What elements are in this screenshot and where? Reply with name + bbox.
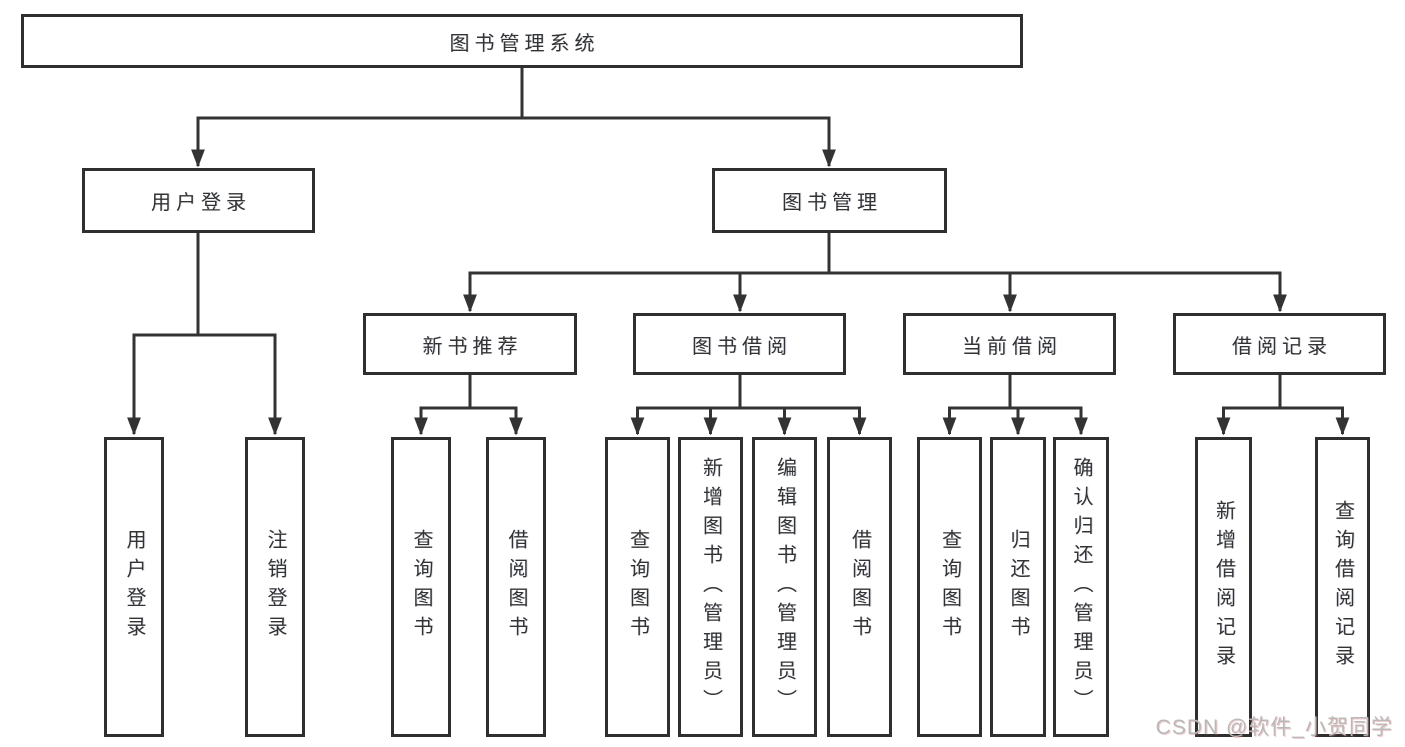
node-label: 借阅图书 <box>848 529 871 645</box>
node-label: 用户登录 <box>123 529 145 645</box>
node-library-management-system: 图书管理系统 <box>21 14 1023 68</box>
node-label: 查询图书 <box>626 529 649 645</box>
arrows <box>127 118 1350 436</box>
node-label: 确认归还（管理员） <box>1070 456 1092 718</box>
leaf-add-borrow-record: 新增借阅记录 <box>1195 437 1252 737</box>
leaf-edit-book-admin: 编辑图书（管理员） <box>752 437 817 737</box>
leaf-search-borrow-record: 查询借阅记录 <box>1315 437 1370 737</box>
node-book-management: 图书管理 <box>712 168 947 233</box>
node-label: 注销登录 <box>264 529 286 645</box>
csdn-watermark: CSDN @软件_小贺同学 <box>1155 716 1393 739</box>
leaf-borrow-books-recommend: 借阅图书 <box>486 437 546 737</box>
node-label: 查询借阅记录 <box>1331 500 1354 674</box>
node-label: 归还图书 <box>1007 529 1029 645</box>
leaf-search-books-recommend: 查询图书 <box>391 437 451 737</box>
node-label: 图书借阅 <box>692 335 792 358</box>
connector-segments <box>132 64 1344 410</box>
node-user-login: 用户登录 <box>82 168 315 233</box>
leaf-logout: 注销登录 <box>245 437 305 737</box>
node-current-borrowing: 当前借阅 <box>903 313 1116 375</box>
node-label: 借阅记录 <box>1232 335 1332 358</box>
leaf-borrow-books-borrowing: 借阅图书 <box>827 437 892 737</box>
leaf-return-books: 归还图书 <box>990 437 1046 737</box>
node-label: 用户登录 <box>151 192 251 214</box>
node-label: 借阅图书 <box>505 529 527 645</box>
node-book-borrowing: 图书借阅 <box>633 313 846 375</box>
leaf-confirm-return-admin: 确认归还（管理员） <box>1053 437 1109 737</box>
node-label: 查询图书 <box>938 529 961 645</box>
leaf-search-books-current: 查询图书 <box>917 437 982 737</box>
node-label: 查询图书 <box>410 529 432 645</box>
node-label: 新增图书（管理员） <box>699 456 722 718</box>
node-new-book-recommendation: 新书推荐 <box>363 313 577 375</box>
node-borrowing-records: 借阅记录 <box>1173 313 1386 375</box>
node-label: 编辑图书（管理员） <box>773 456 796 718</box>
node-label: 图书管理 <box>782 192 882 214</box>
node-label: 新增借阅记录 <box>1212 500 1235 674</box>
node-label: 新书推荐 <box>422 335 523 358</box>
node-label: 图书管理系统 <box>449 32 600 55</box>
leaf-add-book-admin: 新增图书（管理员） <box>678 437 743 737</box>
leaf-search-books-borrowing: 查询图书 <box>605 437 670 737</box>
leaf-user-login: 用户登录 <box>104 437 164 737</box>
node-label: 当前借阅 <box>962 335 1062 358</box>
